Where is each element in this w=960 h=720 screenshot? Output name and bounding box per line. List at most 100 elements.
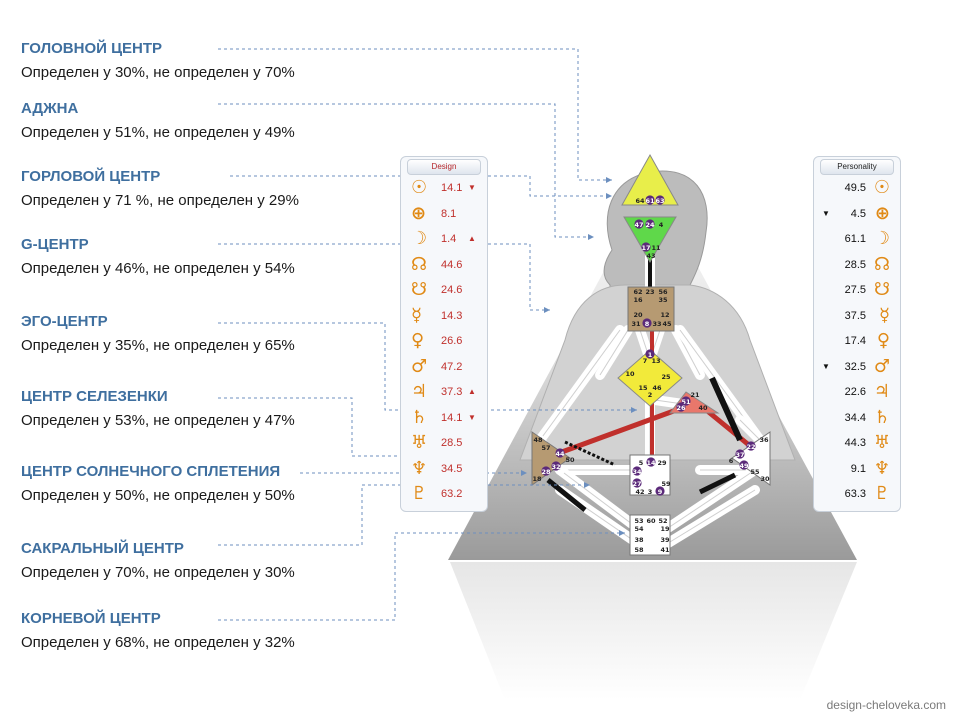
center-stat: Определен у 30%, не определен у 70% [21,64,295,81]
planet-glyph: ♃ [411,381,428,402]
planet-glyph: ♅ [411,432,428,453]
planet-glyph: ♅ [873,432,890,453]
leader-arrowhead [521,470,527,476]
gate-number: 54 [634,525,644,533]
design-panel: Design ☉14.1▼⊕8.1☽1.4▲☊44.6☋24.6☿14.3♀26… [400,156,488,512]
channel-outline [539,329,621,441]
planet-glyph: ☉ [411,177,428,198]
center-title: ЭГО-ЦЕНТР [21,313,108,330]
gate-number: 60 [646,517,656,525]
planet-glyph: ♂ [411,355,428,377]
leader-line [218,103,594,238]
floor-reflection [450,562,857,700]
gate-number: 13 [651,357,660,365]
gate-number: 43 [646,252,655,260]
planet-row: ♆9.1 [814,458,900,480]
gate-number: 26 [676,404,686,412]
fixing-mark: ▼ [468,412,476,422]
gate-value: 49.5 [844,182,866,194]
planet-glyph: ♀ [876,330,890,351]
planet-glyph: ☿ [878,304,890,326]
center-stat: Определен у 71 %, не определен у 29% [21,192,299,209]
leader-line [218,48,612,181]
gate-value: 4.5 [850,207,866,220]
channel-outline [664,489,756,546]
leader-arrowhead [544,307,550,313]
gate-number: 2 [648,391,653,399]
gate-number: 1 [648,351,653,359]
gate-value: 44.6 [441,258,463,271]
center-title: ГОРЛОВОЙ ЦЕНТР [21,168,161,185]
gate-number: 56 [658,288,668,296]
gate-number: 33 [652,320,661,328]
planet-glyph: ☽ [411,228,428,249]
gate-value: 47.2 [441,360,463,373]
gate-value: 14.1 [441,182,463,194]
gate-value: 24.6 [441,284,463,296]
planet-row: ♂ 47.2 [401,356,487,378]
planet-row: ☿37.5 [814,305,900,327]
gate-number: 30 [760,475,770,483]
gate-number: 23 [645,288,654,296]
planet-row: ♃ 22.6 [814,381,900,403]
gate-number: 8 [645,320,650,328]
leader-line [230,175,612,197]
channel-outline [559,469,641,531]
gate-number: 51 [681,398,691,406]
center-title: G-ЦЕНТР [21,236,89,253]
leader-line [218,322,637,411]
gate-value: 1.4 [441,233,457,245]
planet-glyph: ♂ [873,355,890,377]
gate-value: 22.6 [844,386,866,398]
planet-glyph: ☋ [411,279,427,300]
gate-number: 38 [634,536,644,544]
gate-number: 59 [661,480,671,488]
planet-glyph: ♄ [411,406,428,428]
planet-row: ⊕4.5▼ [814,203,900,225]
gate-number: 36 [759,436,769,444]
gate-number: 40 [698,404,708,412]
center-title: ЦЕНТР СОЛНЕЧНОГО СПЛЕТЕНИЯ [21,463,281,480]
personality-panel-header: Personality [820,159,894,175]
gate-value: 17.4 [844,335,866,347]
leader-arrowhead [606,177,612,183]
gate-value: 28.5 [844,258,866,271]
planet-glyph: ♀ [411,330,425,351]
active-channel [709,376,743,442]
planet-glyph: ♃ [873,381,890,402]
leader-arrowhead [619,530,625,536]
center-stat: Определен у 68%, не определен у 32% [21,634,295,651]
gate-value: 28.5 [441,437,463,449]
ajna-center [623,216,677,263]
channel-outline [739,419,761,441]
planet-glyph: ♇ [873,483,890,504]
gate-number: 16 [633,296,643,304]
planet-glyph: ☽ [873,228,890,249]
gate-number: 39 [660,536,670,544]
gate-number: 32 [551,463,560,471]
gate-number: 5 [639,459,644,467]
gate-number: 24 [645,221,655,229]
gate-value: 63.3 [844,488,866,500]
center-stat: Определен у 53%, не определен у 47% [21,412,295,429]
planet-glyph: ☿ [411,304,423,326]
gate-number: 41 [660,546,670,554]
site-credit: design-cheloveka.com [826,698,946,712]
center-title: КОРНЕВОЙ ЦЕНТР [21,610,161,627]
gate-number: 15 [638,384,648,392]
gate-number: 46 [652,384,662,392]
gate-number: 47 [634,221,643,229]
active-gate-dot [735,449,745,459]
gate-number: 3 [648,488,653,496]
fixing-mark: ▼ [468,183,476,192]
head-center [621,153,679,206]
gate-value: 34.4 [844,411,866,424]
gate-number: 27 [632,480,641,488]
gate-number: 22 [746,443,755,451]
gate-number: 34 [632,468,642,476]
gate-number: 53 [634,517,643,525]
planet-row: ♆34.5 [401,458,487,480]
planet-row: ☊28.5 [814,254,900,276]
planet-row: ♅ 28.5 [401,432,487,454]
